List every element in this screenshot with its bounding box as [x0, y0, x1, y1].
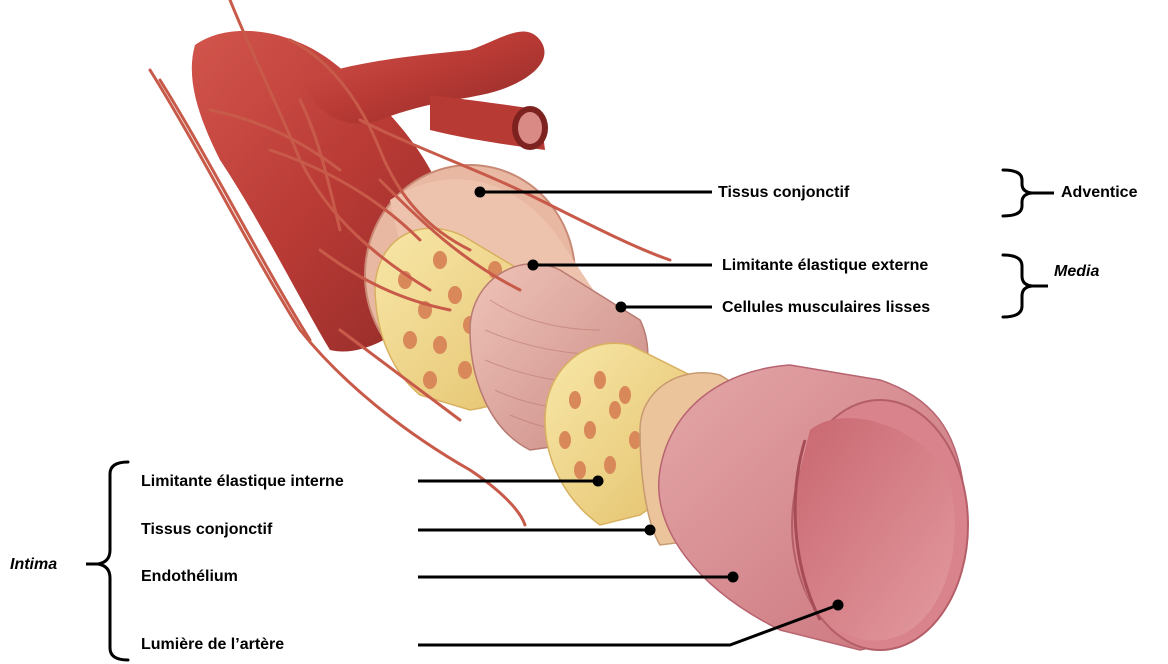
leader-dot-lumiere — [833, 600, 844, 611]
group-label-media: Media — [1054, 264, 1099, 280]
leader-dot-limitante-externe — [528, 260, 539, 271]
leader-dot-adventice-tissu — [475, 187, 486, 198]
label-intima-tissus-conjonctif: Tissus conjonctif — [141, 522, 272, 538]
label-endothelium: Endothélium — [141, 569, 238, 585]
group-label-adventice: Adventice — [1061, 185, 1137, 201]
label-cellules-musculaires-lisses: Cellules musculaires lisses — [722, 300, 930, 316]
leader-dot-limitante-interne — [593, 476, 604, 487]
media-brace — [1003, 255, 1032, 317]
leader-dot-intima-tissu — [645, 525, 656, 536]
intima-brace — [98, 462, 128, 660]
label-limitante-elastique-interne: Limitante élastique interne — [141, 474, 344, 490]
leader-line-lumiere — [418, 605, 838, 645]
leader-dot-cellules-musculaires — [616, 302, 627, 313]
label-adventice-tissus-conjonctif: Tissus conjonctif — [718, 185, 849, 201]
label-limitante-elastique-externe: Limitante élastique externe — [722, 258, 928, 274]
adventice-brace — [1003, 170, 1032, 216]
label-lumiere-artere: Lumière de l’artère — [141, 637, 284, 653]
group-label-intima: Intima — [10, 557, 57, 573]
leader-dot-endothelium — [728, 572, 739, 583]
